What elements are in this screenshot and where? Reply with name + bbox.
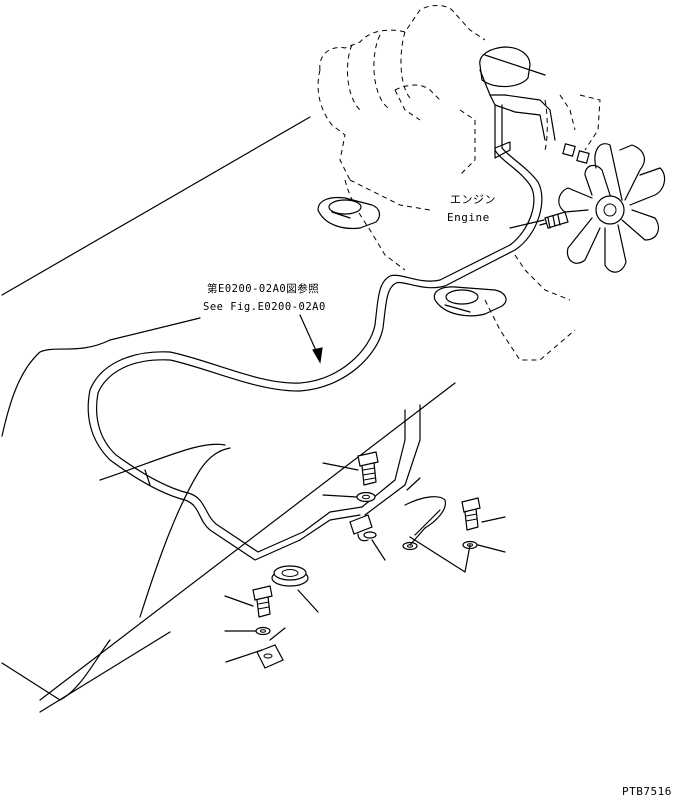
washer-4 [255,626,271,636]
bolt-3 [252,585,273,618]
gasket-outline [404,496,447,546]
drawing-code: PTB7516 [622,785,672,798]
reference-label-jp: 第E0200-02A0図参照 [207,282,319,295]
top-fitting [479,46,590,164]
bolt-1 [357,451,379,486]
grommet [271,565,309,587]
washer-1 [356,491,376,503]
engine-mount-right [433,286,507,317]
washer-3 [402,541,418,551]
bolt-2 [461,497,481,531]
frame-outline [1,116,456,713]
engine-label-en: Engine [447,211,490,224]
clamp [349,514,377,542]
reference-label-en: See Fig.E0200-02A0 [203,301,326,313]
engine-label-jp: エンジン [450,193,496,206]
engine-outline [317,5,576,361]
cooling-fan [558,94,666,273]
hose-main [87,104,543,561]
sensor [539,211,569,229]
leader-lines [224,219,545,663]
engine-mount-left [317,196,381,230]
bracket [256,627,286,669]
